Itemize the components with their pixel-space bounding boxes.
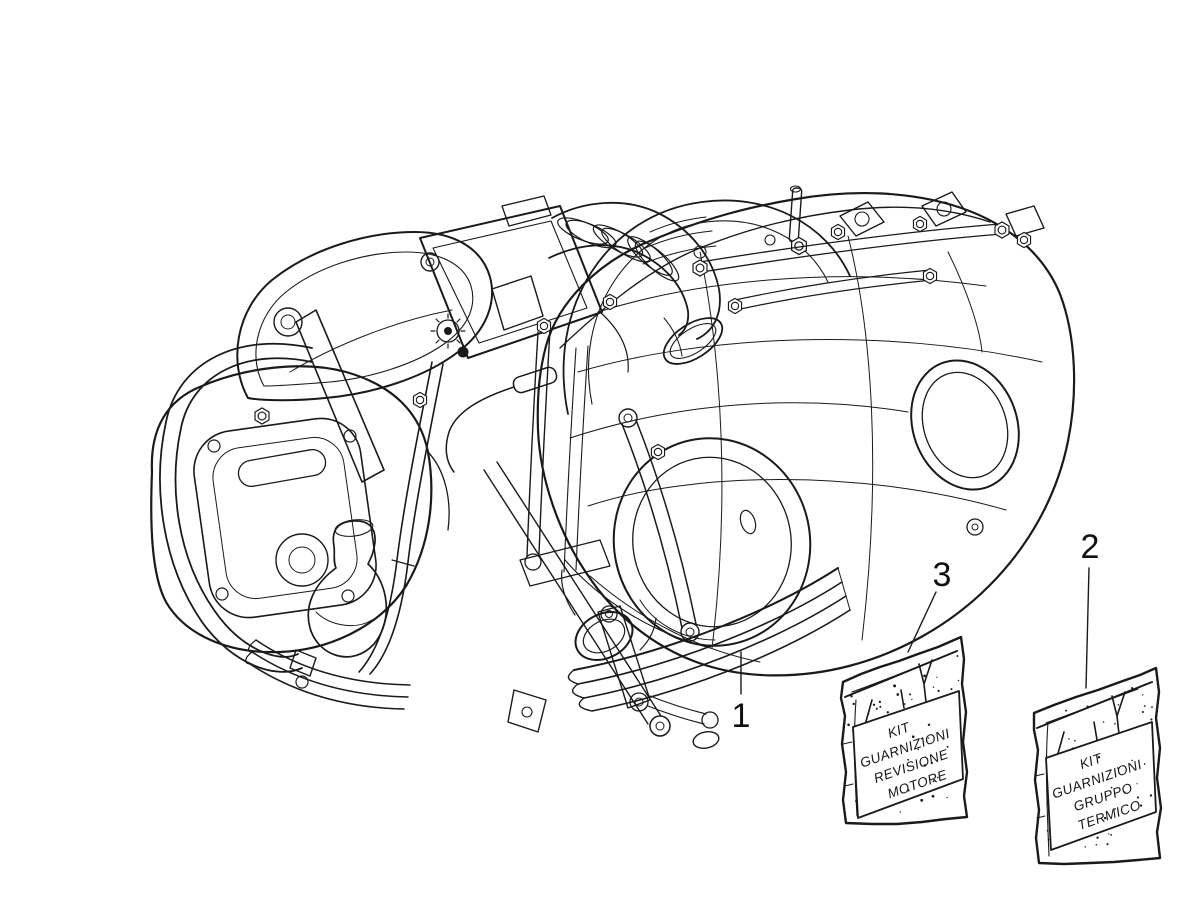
thermostat-housing <box>307 519 388 658</box>
callout-1: 1 <box>732 651 751 735</box>
bottom-fittings <box>507 605 720 749</box>
engine-assembly-illustration <box>150 185 1076 749</box>
callout-2-number: 2 <box>1081 528 1100 566</box>
transmission-cover <box>536 191 1076 677</box>
throttle-body-unit <box>419 195 629 373</box>
bag-2-line-1: KIT <box>1078 750 1105 772</box>
mount-linkages <box>483 329 700 737</box>
callout-1-number: 1 <box>732 697 751 735</box>
fasteners <box>254 234 776 461</box>
callout-3-number: 3 <box>933 556 952 594</box>
bag-2-label-stipple <box>1097 756 1153 820</box>
callout-3: 3 <box>907 556 952 653</box>
bag-3-label-stipple <box>907 723 949 792</box>
bag-2-label-panel <box>1045 721 1157 851</box>
cylinder-head-cover <box>150 365 450 710</box>
top-brackets <box>692 185 1045 315</box>
sump-fins <box>567 567 851 712</box>
gasket-kit-thermal-unit-bag: KIT GUARNIZIONI GRUPPO TERMICO <box>1032 666 1163 866</box>
hoses <box>159 309 558 689</box>
bag-3-label-panel <box>852 690 964 819</box>
callout-2: 2 <box>1081 528 1100 689</box>
gasket-kit-engine-overhaul-bag: KIT GUARNIZIONI REVISIONE MOTORE <box>839 635 969 826</box>
cam-cover <box>236 231 494 402</box>
bag-3-line-1: KIT <box>886 719 913 741</box>
intake-duct <box>548 201 724 365</box>
